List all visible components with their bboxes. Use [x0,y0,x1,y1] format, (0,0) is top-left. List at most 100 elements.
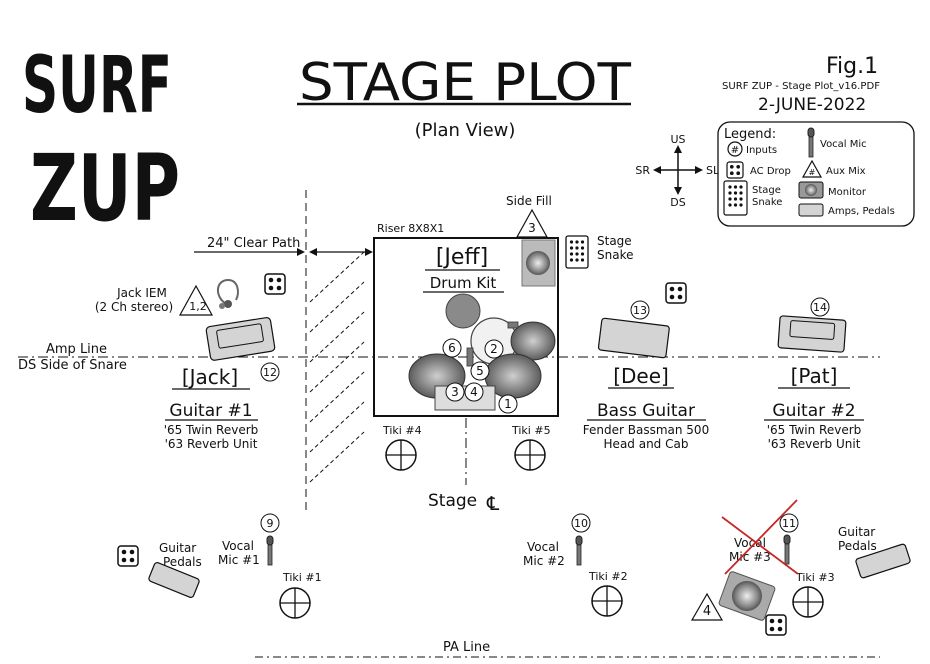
svg-text:10: 10 [574,517,588,530]
figure-date: 2-JUNE-2022 [758,95,866,115]
inputs-legend-icon [727,141,743,157]
figure-label: Fig.1 [826,54,878,79]
ac-drop-dee [665,282,687,304]
pedals-right-label-1: Guitar [838,525,875,539]
legend-aux-mix: Aux Mix [826,166,866,177]
pat-role: Guitar #2 [772,401,855,421]
clear-path-label: 24" Clear Path [207,236,300,251]
svg-text:14: 14 [813,301,827,314]
tiki-2-label: Tiki #2 [588,570,628,583]
jack-name: [Jack] [182,365,238,389]
mic3-input-marker [779,513,799,533]
drum-input-4: 4 [470,385,478,399]
legend-box: Legend: # Inputs Vocal Mic AC Drop # Aux… [717,121,915,227]
mic3-cross-out [721,499,799,575]
clear-path-hatch [309,251,365,483]
jack-gear-2: '63 Reverb Unit [165,437,258,451]
amp-line-label-2: DS Side of Snare [18,358,127,373]
pedals-right-label-2: Pedals [838,539,877,553]
dee-name: [Dee] [613,364,669,388]
drum-input-3: 3 [451,385,459,399]
svg-text:13: 13 [633,304,647,317]
aux-mix-legend-icon [801,159,823,178]
page-subtitle: (Plan View) [415,120,516,141]
svg-text:9: 9 [267,517,274,530]
mic1-label-2: Mic #1 [218,553,260,567]
jack-input-marker [260,362,280,382]
dee-input-marker [630,300,650,320]
dee-amp [597,317,670,359]
side-fill-aux-marker [515,208,549,238]
mic1-label-1: Vocal [222,539,254,553]
throne [445,293,481,329]
vocal-mic-2-icon [575,535,583,566]
monitor-legend-icon [798,181,824,199]
guitar-pedals-right [855,543,911,579]
legend-amps-pedals: Amps, Pedals [828,206,895,217]
dee-gear-2: Head and Cab [604,437,689,451]
guitar-pedals-left [148,562,200,598]
side-fill-monitor [521,239,556,287]
figure-filename: SURF ZUP - Stage Plot_v16.PDF [722,81,880,92]
stage-snake-label-2: Snake [597,248,633,262]
compass-us: US [670,133,685,146]
svg-text:4: 4 [703,604,711,619]
tiki-5-label: Tiki #5 [511,424,551,437]
tiki-1-label: Tiki #1 [282,571,322,584]
legend-stage-snake-2: Snake [752,197,782,208]
jack-role: Guitar #1 [169,401,252,421]
clear-path-arrow [194,248,373,256]
ac-drop-mic3 [765,614,787,636]
jack-amp [205,317,276,361]
vocal-mic-1-icon [266,535,274,566]
svg-text:11: 11 [782,517,796,530]
legend-title: Legend: [724,127,776,142]
svg-text:12: 12 [263,366,277,379]
pat-gear-2: '63 Reverb Unit [768,437,861,451]
legend-ac-drop: AC Drop [750,166,791,177]
tiki-2 [591,585,623,617]
jack-iem-aux-marker [178,284,214,316]
stage-snake-legend-icon [723,180,748,216]
tiki-3 [792,586,824,618]
svg-text:#: # [809,168,816,177]
vocal-mic-3-icon [783,534,791,565]
drum-input-6: 6 [448,341,456,355]
legend-vocal-mic: Vocal Mic [820,139,867,150]
pat-input-marker [810,297,830,317]
mic2-label-1: Vocal [527,540,559,554]
dee-gear-1: Fender Bassman 500 [583,423,709,437]
svg-text:3: 3 [528,221,536,235]
tiki-4 [385,439,417,471]
vocal-mic-legend-icon [807,127,815,158]
riser-label: Riser 8X8X1 [377,222,444,235]
legend-stage-snake-1: Stage [752,185,781,196]
pedals-left-label-1: Guitar [159,541,196,555]
drum-input-2: 2 [490,342,498,356]
pedals-left-label-2: Pedals [163,555,202,569]
compass-sl: SL [706,164,720,177]
amp-line-label-1: Amp Line [46,342,107,357]
stage-centerline-label: Stage [428,491,477,511]
tiki-5 [514,439,546,471]
in-ear-monitor-icon [217,278,239,309]
band-logo: SURF ZUP [22,41,180,242]
drummer-instrument: Drum Kit [430,274,497,292]
monitor-4 [718,571,776,621]
tiki-3-label: Tiki #3 [795,571,835,584]
pat-name: [Pat] [791,364,838,388]
stage-snake-label-1: Stage [597,234,632,248]
drum-riser [373,237,559,417]
logo-line-2: ZUP [30,135,180,242]
side-fill-label: Side Fill [506,194,552,208]
monitor-4-aux-marker [690,592,724,621]
ac-drop-mic1 [117,545,139,567]
mic2-label-2: Mic #2 [523,554,565,568]
svg-text:1,2: 1,2 [189,300,207,313]
jack-iem-label-2: (2 Ch stereo) [95,300,173,314]
jack-gear-1: '65 Twin Reverb [164,423,259,437]
stage-snake-icon [565,235,589,269]
compass-ds: DS [670,196,685,209]
mic1-input-marker [260,513,280,533]
pat-amp [777,315,847,353]
